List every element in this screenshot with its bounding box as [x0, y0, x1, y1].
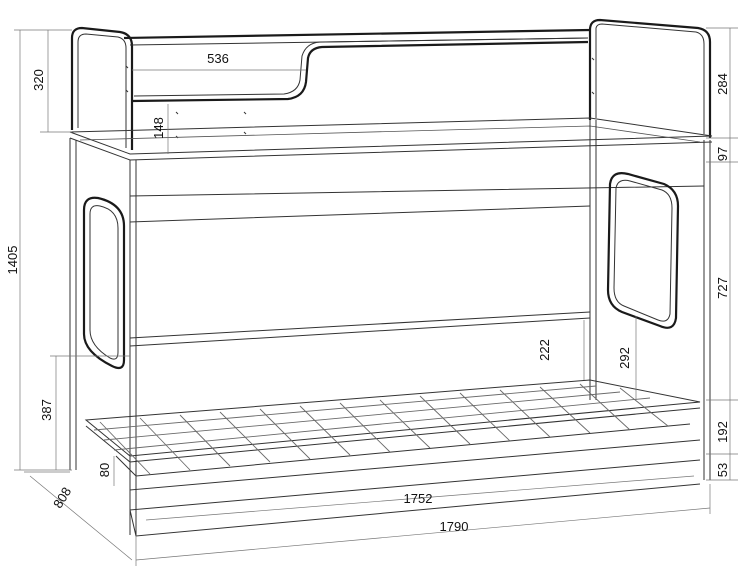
dim-lower-gap-right: 292 [617, 347, 632, 369]
dim-base-board-height: 80 [97, 463, 112, 477]
upper-guard-rail [70, 18, 712, 150]
dimension-lines [14, 27, 738, 566]
dim-total-height: 1405 [5, 246, 20, 275]
dim-lower-base-height: 53 [715, 463, 730, 477]
dim-top-rail-height: 320 [31, 69, 46, 91]
lower-slats [93, 383, 669, 475]
dim-top-right-height: 284 [715, 73, 730, 95]
dim-lower-gap-left: 222 [537, 339, 552, 361]
dim-lower-height-left: 387 [39, 399, 54, 421]
dim-bed-frame-height: 97 [715, 147, 730, 161]
bed-posts [69, 120, 711, 535]
right-window [606, 172, 680, 329]
dim-total-depth: 808 [50, 484, 74, 510]
dim-window-height: 727 [715, 277, 730, 299]
dim-lower-side-height: 192 [715, 421, 730, 443]
dim-top-cutout-length: 536 [207, 51, 229, 66]
dim-inner-length: 1752 [404, 491, 433, 506]
dim-total-length: 1790 [440, 519, 469, 534]
lower-bed-frame [84, 311, 701, 537]
left-window [82, 196, 126, 370]
dim-top-side-height: 148 [151, 117, 166, 139]
